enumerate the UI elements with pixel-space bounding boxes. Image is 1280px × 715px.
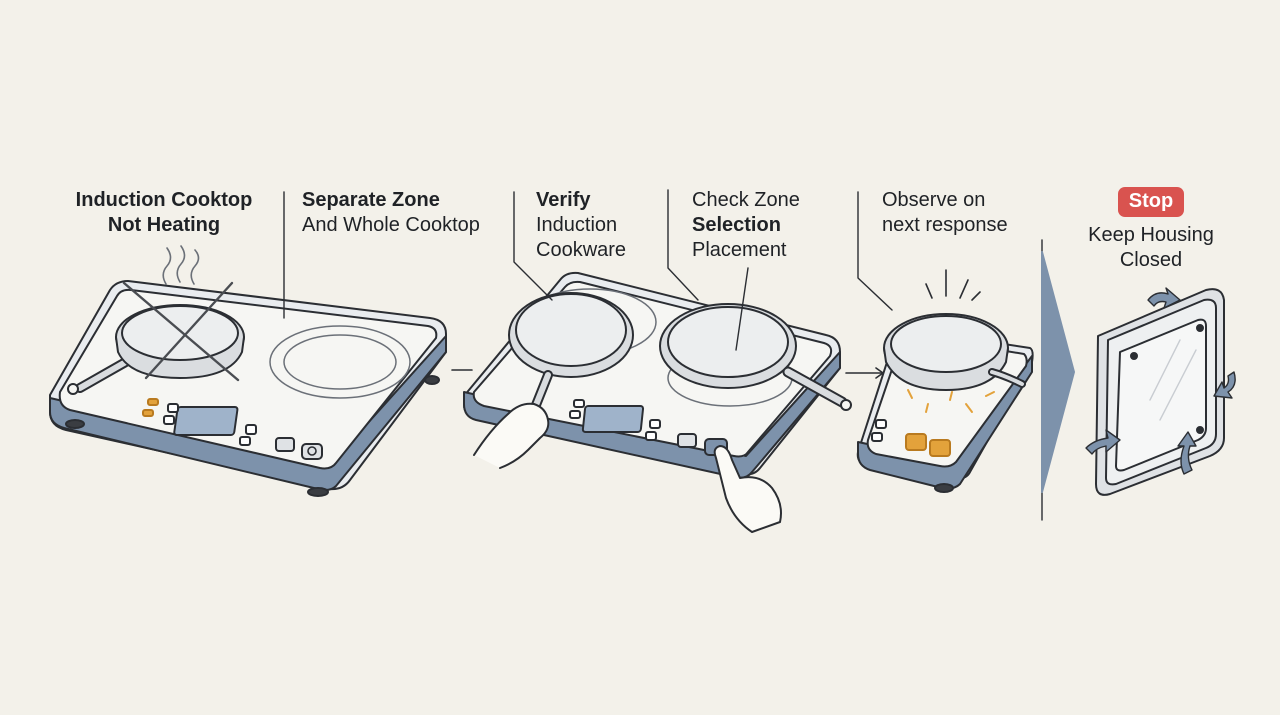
step-3-line-3: Cookware bbox=[536, 239, 627, 261]
step-1-label: Induction Cooktop Not Heating bbox=[64, 188, 264, 238]
step-3-line-1: Verify bbox=[536, 189, 591, 211]
step-6-line-2: Closed bbox=[1119, 249, 1183, 271]
stop-badge: Stop bbox=[1117, 187, 1185, 217]
step-2-line-2: And Whole Cooktop bbox=[302, 214, 480, 236]
hand-icon bbox=[473, 402, 550, 469]
step-5-line-2: next response bbox=[882, 214, 1008, 236]
step-6-line-1: Keep Housing bbox=[1088, 224, 1214, 246]
steam-icon bbox=[162, 245, 200, 285]
step-5-label: Observe on next response bbox=[882, 188, 1008, 238]
cooktop-with-pans bbox=[463, 271, 852, 533]
step-1-line-1: Induction Cooktop bbox=[75, 189, 253, 211]
step-3-line-2: Induction bbox=[536, 214, 618, 236]
cooktop-heating-response bbox=[856, 269, 1034, 493]
big-arrow-icon bbox=[1041, 251, 1075, 493]
step-5-line-1: Observe on bbox=[882, 189, 986, 211]
step-1-line-2: Not Heating bbox=[107, 214, 221, 236]
rotate-arrows-icon bbox=[1085, 287, 1236, 475]
cross-out-icon bbox=[122, 281, 240, 382]
step-6-label: Stop Keep Housing Closed bbox=[1070, 187, 1232, 273]
step-4-line-3: Placement bbox=[692, 239, 787, 261]
step-4-label: Check Zone Selection Placement bbox=[692, 188, 800, 263]
step-2-label: Separate Zone And Whole Cooktop bbox=[302, 188, 480, 238]
step-4-line-1: Check Zone bbox=[692, 189, 800, 211]
arrow-right-icon bbox=[845, 367, 884, 379]
step-3-label: Verify Induction Cookware bbox=[536, 188, 626, 263]
cooktop-not-heating bbox=[49, 245, 447, 497]
step-4-line-2: Selection bbox=[692, 214, 781, 236]
heat-rays-icon bbox=[925, 269, 981, 301]
closed-housing bbox=[1085, 287, 1236, 496]
finger-press-icon bbox=[713, 445, 782, 533]
step-2-line-1: Separate Zone bbox=[302, 189, 440, 211]
